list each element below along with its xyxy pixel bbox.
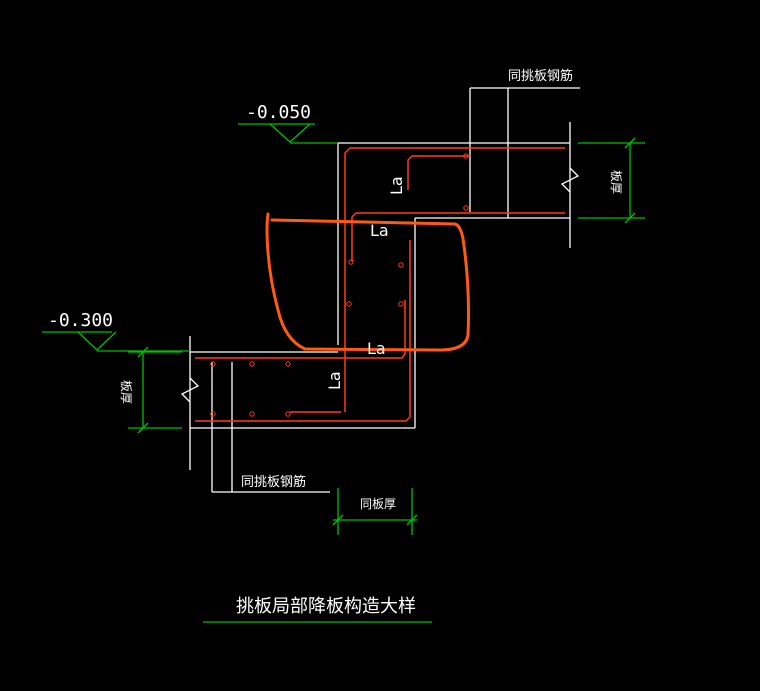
rebar-dot — [210, 411, 216, 417]
dimension-lines — [42, 123, 645, 623]
rebar-dot — [249, 411, 255, 417]
upper-break-zigzag — [560, 167, 580, 193]
concrete-outline — [180, 87, 580, 493]
rebar-dot — [463, 205, 469, 211]
rebar-dot — [348, 259, 354, 265]
rebar-upper-bottom — [351, 212, 565, 262]
slab-thickness-label-left: 板厚 — [119, 380, 133, 404]
la-label-vertical-lower: La — [325, 371, 344, 390]
slab-thickness-label-right: 板厚 — [609, 170, 623, 194]
rebar-dot — [249, 361, 255, 367]
rebar-dot — [285, 411, 291, 417]
dim-bottom-tick — [332, 514, 344, 526]
la-label-upper: La — [370, 221, 389, 240]
rebar-lower-top — [195, 300, 406, 359]
rebar-upper-hook — [407, 155, 470, 190]
same-slab-thickness-label: 同板厚 — [360, 497, 396, 511]
elev-upper-triangle — [269, 123, 311, 143]
rebar-dot — [346, 301, 352, 307]
la-label-vertical-upper: La — [387, 176, 406, 195]
rebar-lower-bottom — [195, 240, 411, 422]
dim-bottom-tick — [406, 514, 418, 526]
dim-left-tick — [137, 346, 149, 358]
rebar-dot — [398, 262, 404, 268]
rebar-note-top: 同挑板钢筋 — [508, 68, 573, 84]
rebar-dot — [463, 153, 469, 159]
rebar-dot — [398, 301, 404, 307]
lower-break-zigzag — [180, 377, 200, 403]
rebar-dot — [210, 361, 216, 367]
rebar-upper-top — [344, 147, 565, 412]
dim-right-tick — [624, 212, 636, 224]
rebar-dot — [285, 361, 291, 367]
drawing-title: 挑板局部降板构造大样 — [236, 596, 416, 617]
elevation-lower-label: -0.300 — [48, 310, 113, 331]
dim-left-tick — [137, 422, 149, 434]
markup-freehand-outline — [265, 212, 470, 352]
rebar-note-bottom: 同挑板钢筋 — [241, 474, 306, 490]
elevation-upper-label: -0.050 — [246, 102, 311, 123]
rebar-dots — [210, 153, 469, 417]
la-label-lower: La — [367, 339, 386, 358]
elev-lower-triangle — [77, 331, 117, 351]
rebar-lines — [195, 147, 565, 422]
dim-right-tick — [624, 137, 636, 149]
